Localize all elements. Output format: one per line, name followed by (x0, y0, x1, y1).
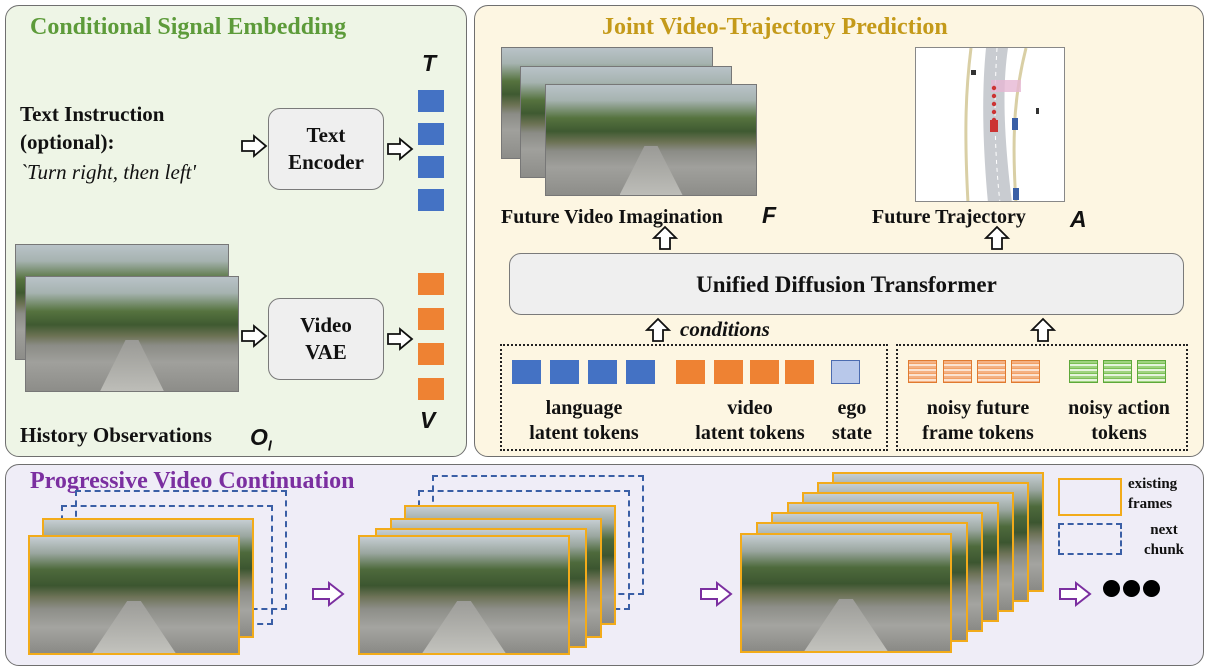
arrow-right-icon (241, 134, 268, 158)
future-video-symbol: F (762, 202, 777, 228)
text-encoder-line1: Text (306, 123, 346, 147)
noisy-frame-token (977, 360, 1006, 383)
text-token (418, 189, 444, 211)
noisy-action-tokens-label: noisy action tokens (1055, 396, 1183, 446)
noisy-frame-tokens-label: noisy future frame tokens (903, 396, 1053, 446)
language-tokens-line2: latent tokens (529, 422, 639, 444)
video-latent-token (714, 360, 743, 384)
ego-state-label: ego state (822, 396, 882, 446)
language-token (512, 360, 541, 384)
noisy-frame-token (1011, 360, 1040, 383)
arrow-right-icon (241, 324, 268, 348)
video-vae-line2: VAE (305, 340, 347, 364)
history-symbol-letter: O (250, 424, 268, 450)
language-tokens-label: language latent tokens (514, 396, 654, 446)
arrow-right-icon (387, 137, 414, 161)
conditional-panel-title: Conditional Signal Embedding (30, 14, 347, 40)
text-token (418, 156, 444, 178)
video-token-symbol: V (420, 407, 436, 433)
joint-panel-title: Joint Video-Trajectory Prediction (602, 14, 948, 40)
text-token-symbol: T (422, 50, 437, 76)
noisy-action-token (1069, 360, 1098, 383)
ellipsis-dot (1123, 580, 1140, 597)
video-latent-token (750, 360, 779, 384)
progressive-panel-title: Progressive Video Continuation (30, 468, 355, 494)
future-video-frame (545, 84, 757, 196)
noisy-frame-line2: frame tokens (922, 422, 1034, 444)
history-symbol: Ol (250, 424, 272, 454)
noisy-frame-token (943, 360, 972, 383)
legend-next-line1: next (1150, 522, 1178, 538)
video-tokens-line2: latent tokens (695, 422, 805, 444)
legend-next-label: next chunk (1144, 520, 1184, 560)
legend-next-line2: chunk (1144, 542, 1185, 558)
video-tokens-line1: video (727, 397, 773, 419)
language-token (626, 360, 655, 384)
noisy-action-line1: noisy action (1068, 397, 1170, 419)
trajectory-map-graphic (964, 48, 1039, 201)
language-token (588, 360, 617, 384)
arrow-right-icon (700, 580, 733, 608)
language-tokens-line1: language (545, 397, 623, 419)
noisy-action-token (1137, 360, 1166, 383)
ellipsis-dot (1143, 580, 1160, 597)
conditions-label: conditions (680, 317, 770, 341)
legend-existing-line2: frames (1128, 496, 1173, 512)
video-token (418, 273, 444, 295)
legend-next-swatch (1058, 523, 1122, 555)
condition-tokens-group (500, 344, 888, 451)
history-frame (25, 276, 239, 392)
arrow-up-icon (983, 225, 1011, 250)
existing-frame (358, 535, 570, 655)
video-latent-token (676, 360, 705, 384)
video-tokens-label: video latent tokens (680, 396, 820, 446)
video-token (418, 308, 444, 330)
existing-frame (28, 535, 240, 655)
legend-existing-line1: existing (1128, 476, 1178, 492)
future-trajectory-label: Future Trajectory (872, 206, 1026, 228)
text-encoder-line2: Encoder (288, 150, 364, 174)
ego-state-line2: state (832, 422, 872, 444)
text-instruction-example: `Turn right, then left' (20, 160, 196, 184)
legend-existing-swatch (1058, 478, 1122, 516)
text-instruction-optional: (optional): (20, 130, 115, 154)
text-token (418, 123, 444, 145)
arrow-up-icon (1029, 317, 1057, 342)
history-observations-label: History Observations (20, 423, 212, 447)
ellipsis-dot (1103, 580, 1120, 597)
future-trajectory-symbol: A (1070, 206, 1087, 232)
video-token (418, 378, 444, 400)
noisy-action-line2: tokens (1091, 422, 1147, 444)
future-trajectory-map (915, 47, 1065, 202)
arrow-up-icon (644, 317, 672, 342)
existing-frame (740, 533, 952, 653)
arrow-right-icon (1059, 580, 1092, 608)
text-token (418, 90, 444, 112)
text-instruction-label: Text Instruction (20, 102, 165, 126)
arrow-right-icon (387, 327, 414, 351)
noisy-frame-line1: noisy future (926, 397, 1030, 419)
future-video-label: Future Video Imagination (501, 206, 723, 228)
video-vae-line1: Video (300, 313, 352, 337)
ego-state-line1: ego (837, 397, 867, 419)
ego-state-token (831, 360, 860, 384)
video-latent-token (785, 360, 814, 384)
transformer-label: Unified Diffusion Transformer (696, 271, 997, 297)
language-token (550, 360, 579, 384)
history-symbol-subscript: l (267, 437, 272, 454)
noisy-action-token (1103, 360, 1132, 383)
arrow-right-icon (312, 580, 345, 608)
noisy-frame-token (908, 360, 937, 383)
arrow-up-icon (651, 225, 679, 250)
noisy-tokens-group (896, 344, 1188, 451)
legend-existing-label: existing frames (1128, 474, 1177, 514)
video-token (418, 343, 444, 365)
unified-diffusion-transformer-box: Unified Diffusion Transformer (509, 253, 1184, 315)
